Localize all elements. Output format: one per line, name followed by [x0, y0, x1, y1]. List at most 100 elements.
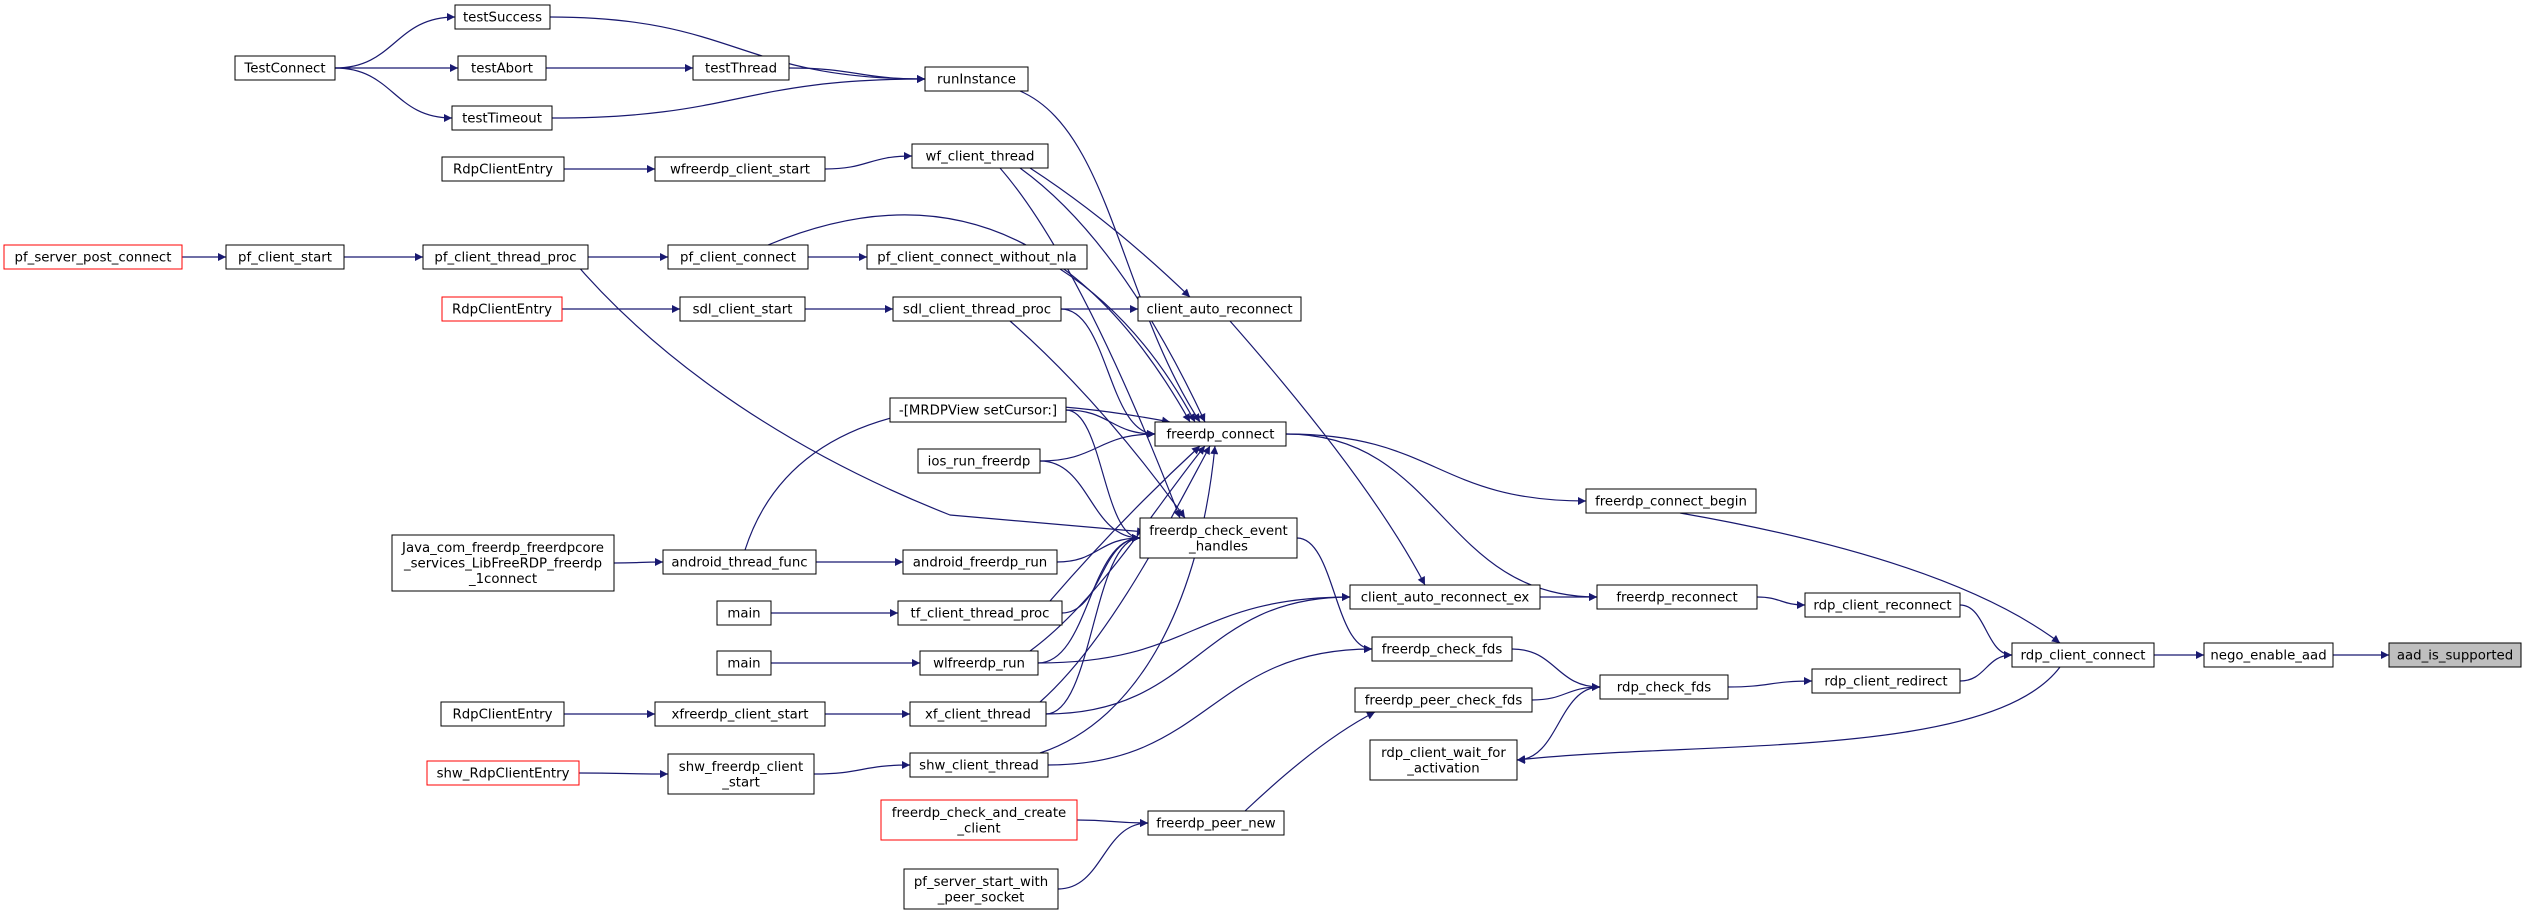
- edge-pf_client_connect_without_nla-to-freerdp_connect: [1059, 268, 1196, 423]
- node-wlfreerdp_run[interactable]: wlfreerdp_run: [919, 650, 1039, 676]
- node-label: freerdp_peer_check_fds: [1365, 694, 1523, 709]
- node-main2[interactable]: main: [716, 650, 772, 676]
- node-runInstance[interactable]: runInstance: [924, 66, 1029, 92]
- node-java_com_freerdp[interactable]: Java_com_freerdp_freerdpcore_services_Li…: [391, 534, 615, 592]
- node-label: TestConnect: [243, 62, 325, 77]
- edge-freerdp_check_and_create_client-to-freerdp_peer_new: [1076, 818, 1149, 827]
- node-label: _1connect: [468, 572, 537, 587]
- node-testSuccess[interactable]: testSuccess: [454, 4, 551, 30]
- edge-xf_client_thread-to-freerdp_connect: [1039, 445, 1211, 703]
- node-shw_RdpClientEntry[interactable]: shw_RdpClientEntry: [426, 760, 580, 786]
- node-label: _start: [721, 775, 760, 790]
- node-label: freerdp_peer_new: [1156, 817, 1276, 832]
- node-rdp_client_wait_for_activation[interactable]: rdp_client_wait_for_activation: [1369, 739, 1518, 781]
- node-box: [454, 4, 551, 30]
- node-freerdp_peer_check_fds[interactable]: freerdp_peer_check_fds: [1354, 687, 1533, 713]
- edge-rdp_client_redirect-to-rdp_client_connect: [1959, 651, 2013, 682]
- node-pf_client_start[interactable]: pf_client_start: [225, 244, 345, 270]
- node-client_auto_reconnect[interactable]: client_auto_reconnect: [1137, 296, 1302, 322]
- node-rdp_client_redirect[interactable]: rdp_client_redirect: [1811, 668, 1961, 694]
- edge-freerdp_reconnect-to-rdp_client_reconnect: [1756, 596, 1806, 609]
- node-pf_client_connect_without_nla[interactable]: pf_client_connect_without_nla: [866, 244, 1088, 270]
- node-TestConnect[interactable]: TestConnect: [234, 55, 336, 81]
- node-label: client_auto_reconnect: [1146, 303, 1292, 318]
- node-xfreerdp_client_start[interactable]: xfreerdp_client_start: [654, 701, 826, 727]
- node-box: [880, 799, 1078, 841]
- node-nego_enable_aad[interactable]: nego_enable_aad: [2203, 642, 2334, 668]
- node-freerdp_connect_begin[interactable]: freerdp_connect_begin: [1585, 488, 1757, 514]
- node-box: [441, 156, 565, 182]
- node-label: xf_client_thread: [925, 708, 1031, 723]
- edge-runInstance-to-freerdp_connect: [1019, 90, 1201, 423]
- node-label: wlfreerdp_run: [933, 657, 1025, 672]
- node-ios_run_freerdp[interactable]: ios_run_freerdp: [917, 448, 1041, 474]
- node-freerdp_check_event_handles[interactable]: freerdp_check_event_handles: [1139, 517, 1298, 559]
- node-sdl_client_thread_proc[interactable]: sdl_client_thread_proc: [892, 296, 1062, 322]
- node-label: rdp_client_wait_for: [1381, 746, 1506, 761]
- node-box: [1137, 296, 1302, 322]
- node-box: [897, 600, 1063, 626]
- node-shw_client_thread[interactable]: shw_client_thread: [909, 752, 1049, 778]
- edge-freerdp_peer_new-to-freerdp_peer_check_fds: [1244, 711, 1376, 812]
- node-freerdp_connect[interactable]: freerdp_connect: [1154, 421, 1287, 447]
- node-freerdp_peer_new[interactable]: freerdp_peer_new: [1147, 810, 1285, 836]
- node-box: [1599, 674, 1729, 700]
- node-label: pf_client_connect_without_nla: [877, 251, 1077, 266]
- edge-xf_client_thread-to-client_auto_reconnect_ex: [1045, 593, 1351, 715]
- node-shw_freerdp_client_start[interactable]: shw_freerdp_client_start: [667, 753, 815, 795]
- node-client_auto_reconnect_ex[interactable]: client_auto_reconnect_ex: [1349, 584, 1541, 610]
- node-RdpClientEntry2[interactable]: RdpClientEntry: [441, 296, 563, 322]
- node-tf_client_thread_proc[interactable]: tf_client_thread_proc: [897, 600, 1063, 626]
- node-wfreerdp_client_start[interactable]: wfreerdp_client_start: [654, 156, 826, 182]
- edge-freerdp_check_event_handles-to-freerdp_check_fds: [1296, 537, 1373, 653]
- node-label: _client: [956, 821, 1000, 836]
- node-label: main: [727, 657, 760, 672]
- node-box: [917, 448, 1041, 474]
- node-main1[interactable]: main: [716, 600, 772, 626]
- node-freerdp_reconnect[interactable]: freerdp_reconnect: [1596, 584, 1758, 610]
- node-box: [1585, 488, 1757, 514]
- node-label: nego_enable_aad: [2210, 649, 2326, 664]
- node-box: [426, 760, 580, 786]
- node-label: -[MRDPView setCursor:]: [899, 404, 1057, 419]
- node-rdp_check_fds[interactable]: rdp_check_fds: [1599, 674, 1729, 700]
- node-box: [1354, 687, 1533, 713]
- node-box: [1596, 584, 1758, 610]
- node-rdp_client_connect[interactable]: rdp_client_connect: [2011, 642, 2155, 668]
- node-testThread[interactable]: testThread: [692, 55, 790, 81]
- node-label: freerdp_check_event: [1149, 524, 1287, 539]
- node-RdpClientEntry1[interactable]: RdpClientEntry: [441, 156, 565, 182]
- node-label: freerdp_connect: [1167, 428, 1275, 443]
- node-android_thread_func[interactable]: android_thread_func: [662, 549, 817, 575]
- node-pf_server_start_with_peer_socket[interactable]: pf_server_start_with_peer_socket: [903, 868, 1059, 910]
- node-mrdpview_setcursor[interactable]: -[MRDPView setCursor:]: [889, 397, 1067, 423]
- node-pf_client_thread_proc[interactable]: pf_client_thread_proc: [422, 244, 589, 270]
- node-testTimeout[interactable]: testTimeout: [451, 105, 553, 131]
- edge-TestConnect-to-testSuccess: [334, 13, 456, 69]
- edge-wlfreerdp_run-to-freerdp_check_event_handles: [1037, 534, 1141, 664]
- node-label: pf_server_post_connect: [15, 251, 172, 266]
- node-rdp_client_reconnect[interactable]: rdp_client_reconnect: [1804, 592, 1961, 618]
- node-box: [440, 701, 565, 727]
- node-freerdp_check_fds[interactable]: freerdp_check_fds: [1371, 636, 1513, 662]
- node-pf_client_connect[interactable]: pf_client_connect: [667, 244, 809, 270]
- edge-mrdpview_setcursor-to-freerdp_connect: [1065, 409, 1156, 438]
- edge-freerdp_connect-to-freerdp_connect_begin: [1285, 433, 1587, 505]
- node-box: [911, 143, 1049, 169]
- node-RdpClientEntry3[interactable]: RdpClientEntry: [440, 701, 565, 727]
- node-freerdp_check_and_create_client[interactable]: freerdp_check_and_create_client: [880, 799, 1078, 841]
- node-wf_client_thread[interactable]: wf_client_thread: [911, 143, 1049, 169]
- node-box: [654, 701, 826, 727]
- node-label: wf_client_thread: [926, 150, 1035, 165]
- node-pf_server_post_connect[interactable]: pf_server_post_connect: [3, 244, 183, 270]
- node-label: _peer_socket: [937, 890, 1025, 905]
- node-testAbort[interactable]: testAbort: [457, 55, 547, 81]
- node-box: [667, 244, 809, 270]
- node-sdl_client_start[interactable]: sdl_client_start: [679, 296, 806, 322]
- node-android_freerdp_run[interactable]: android_freerdp_run: [902, 549, 1058, 575]
- node-aad_is_supported[interactable]: aad_is_supported: [2388, 642, 2522, 668]
- node-xf_client_thread[interactable]: xf_client_thread: [909, 701, 1047, 727]
- node-box: [1349, 584, 1541, 610]
- node-label: rdp_client_redirect: [1824, 675, 1947, 690]
